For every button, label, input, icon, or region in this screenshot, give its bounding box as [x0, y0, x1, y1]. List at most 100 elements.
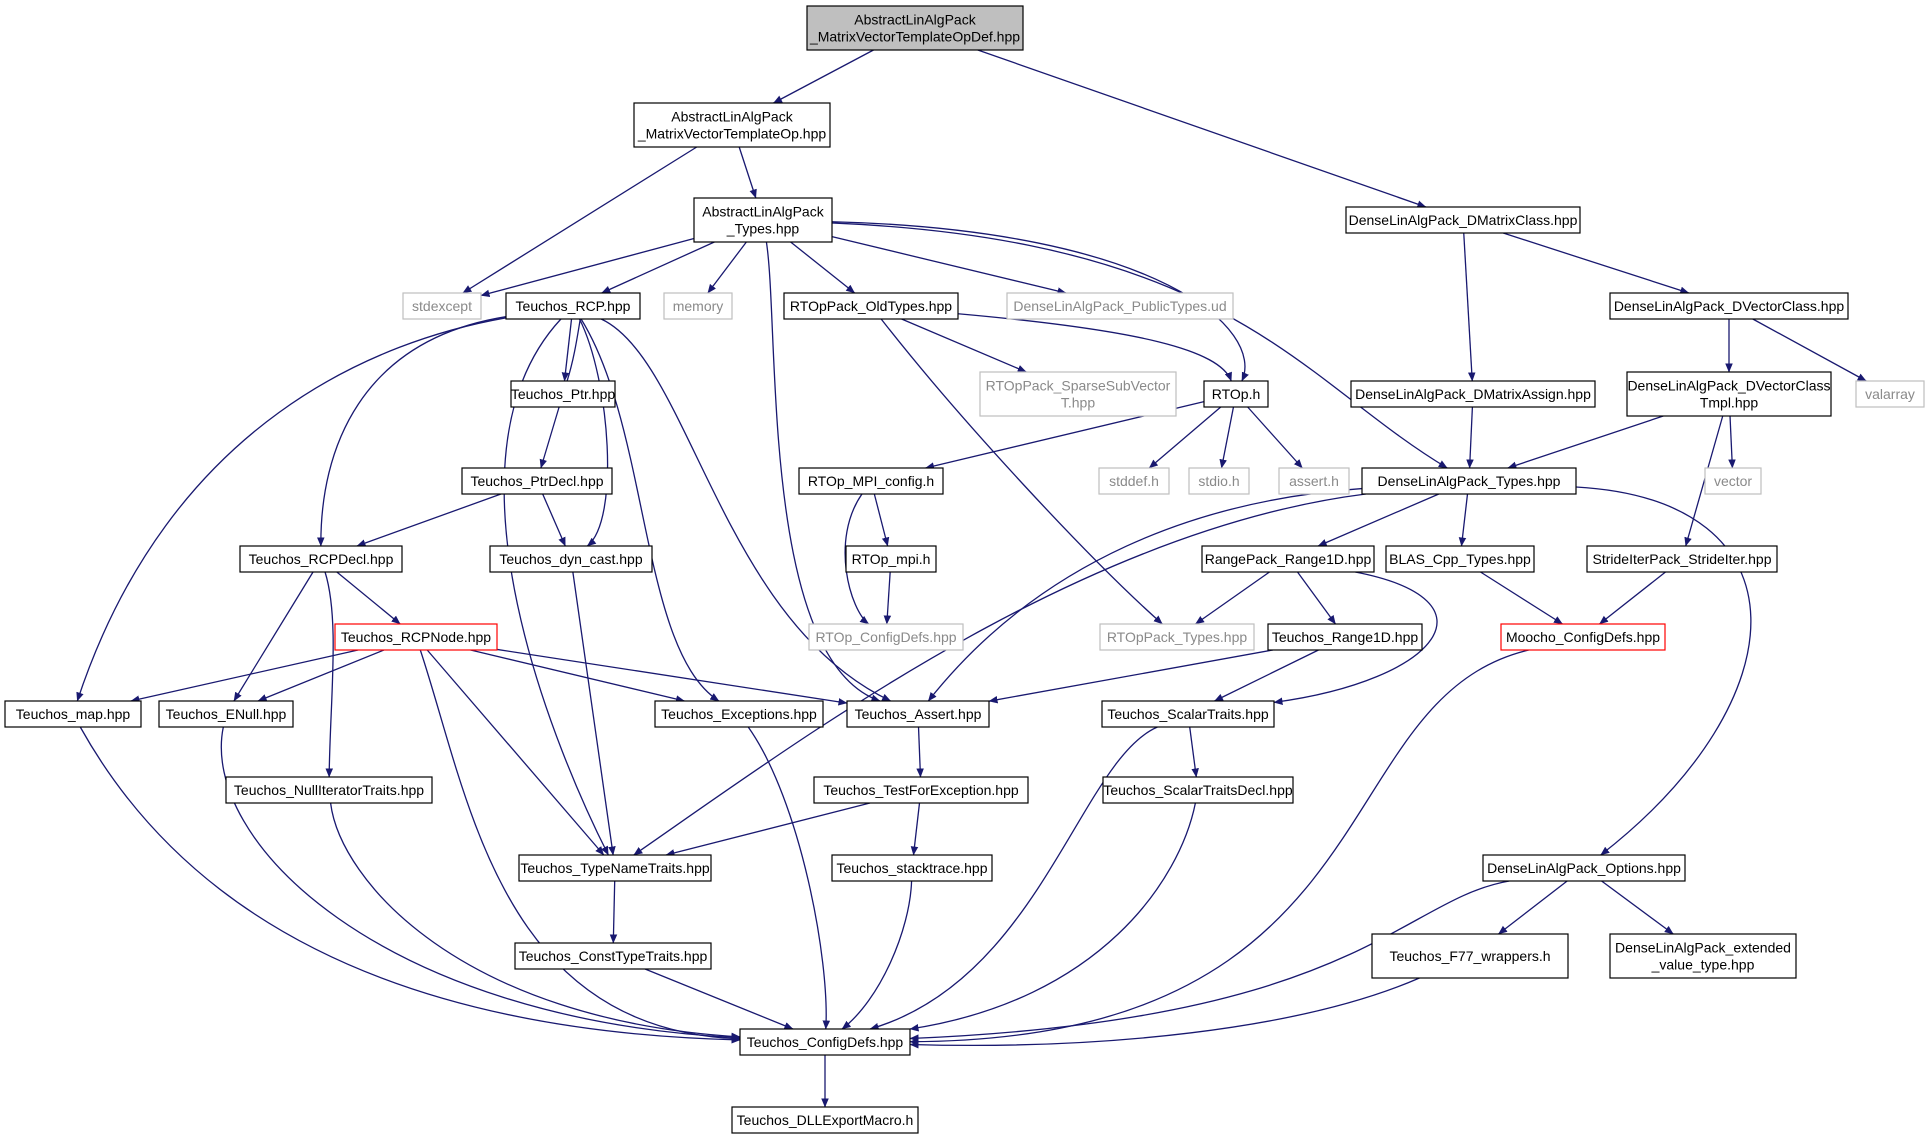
node-strideiter[interactable]: StrideIterPack_StrideIter.hpp — [1586, 545, 1778, 573]
node-label: RTOpPack_SparseSubVector — [986, 378, 1171, 394]
node-dmatrixassign[interactable]: DenseLinAlgPack_DMatrixAssign.hpp — [1350, 380, 1596, 408]
edge-ptr-to-ptrdecl — [539, 406, 560, 469]
node-box — [1704, 467, 1762, 495]
edge-f77-to-configdefs — [909, 977, 1420, 1049]
node-extended[interactable]: DenseLinAlgPack_extended_value_type.hpp — [1609, 933, 1797, 979]
node-box — [505, 292, 641, 320]
edge-range1d-to-teuchosrange1d — [1296, 571, 1337, 625]
node-box — [798, 467, 944, 495]
node-box — [846, 700, 990, 728]
node-box — [1609, 292, 1849, 320]
node-nulliter[interactable]: Teuchos_NullIteratorTraits.hpp — [225, 776, 433, 804]
edge-strideiter-to-moocho — [1599, 571, 1666, 625]
node-teuchosrange1d[interactable]: Teuchos_Range1D.hpp — [1267, 623, 1423, 651]
edge-rcpnode-to-exceptions — [470, 649, 685, 703]
node-moocho[interactable]: Moocho_ConfigDefs.hpp — [1500, 623, 1666, 651]
node-label: RTOp_MPI_config.h — [808, 473, 934, 489]
node-box — [1586, 545, 1778, 573]
node-dyncast[interactable]: Teuchos_dyn_cast.hpp — [489, 545, 653, 573]
node-box — [979, 371, 1177, 417]
node-oldtypes[interactable]: RTOpPack_OldTypes.hpp — [783, 292, 959, 320]
edge-dvectorclass-to-valarray — [1752, 318, 1867, 382]
node-label: Teuchos_DLLExportMacro.h — [737, 1112, 914, 1128]
node-f77[interactable]: Teuchos_F77_wrappers.h — [1371, 933, 1569, 979]
node-rcp[interactable]: Teuchos_RCP.hpp — [505, 292, 641, 320]
node-options[interactable]: DenseLinAlgPack_Options.hpp — [1482, 854, 1686, 882]
node-map[interactable]: Teuchos_map.hpp — [4, 700, 142, 728]
edge-rcp-to-dyncast — [578, 318, 609, 547]
edge-mvto-to-alptypes — [738, 146, 757, 199]
edge-rcp-to-map — [76, 317, 507, 702]
node-box — [1006, 292, 1234, 320]
node-range1d[interactable]: RangePack_Range1D.hpp — [1201, 545, 1375, 573]
node-box — [1385, 545, 1535, 573]
node-assert[interactable]: Teuchos_Assert.hpp — [846, 700, 990, 728]
node-exceptions[interactable]: Teuchos_Exceptions.hpp — [654, 700, 824, 728]
edge-dvectortmpl-to-dlptypes — [1507, 415, 1664, 469]
node-box — [1609, 933, 1797, 979]
node-consttype[interactable]: Teuchos_ConstTypeTraits.hpp — [514, 942, 712, 970]
node-label: DenseLinAlgPack_PublicTypes.ud — [1013, 298, 1226, 314]
node-alptypes[interactable]: AbstractLinAlgPack_Types.hpp — [693, 197, 833, 243]
node-label: Teuchos_Exceptions.hpp — [661, 706, 817, 722]
node-enull[interactable]: Teuchos_ENull.hpp — [158, 700, 294, 728]
edge-mvto-to-stdexcept — [462, 146, 698, 294]
edge-alptypes-to-dlptypes — [831, 222, 1448, 469]
edge-rcpdecl-to-rcpnode — [336, 571, 401, 625]
node-scalartraits[interactable]: Teuchos_ScalarTraits.hpp — [1101, 700, 1275, 728]
node-label: stdio.h — [1198, 473, 1239, 489]
node-box — [831, 854, 993, 882]
node-mpiconfig[interactable]: RTOp_MPI_config.h — [798, 467, 944, 495]
node-label: DenseLinAlgPack_Types.hpp — [1378, 473, 1561, 489]
node-blascpp[interactable]: BLAS_Cpp_Types.hpp — [1385, 545, 1535, 573]
edge-dvectortmpl-to-strideiter — [1684, 415, 1724, 547]
edge-root-to-mvto — [773, 49, 874, 104]
node-typename[interactable]: Teuchos_TypeNameTraits.hpp — [518, 854, 712, 882]
node-rcpdecl[interactable]: Teuchos_RCPDecl.hpp — [239, 545, 403, 573]
node-box — [510, 380, 616, 408]
edge-dvectortmpl-to-vector — [1728, 415, 1736, 469]
node-label: DenseLinAlgPack_DMatrixClass.hpp — [1349, 212, 1578, 228]
edge-rcpnode-to-typename — [426, 649, 605, 856]
node-dllexport[interactable]: Teuchos_DLLExportMacro.h — [731, 1106, 919, 1134]
node-label: _value_type.hpp — [1651, 957, 1755, 973]
node-box — [1500, 623, 1666, 651]
node-label: Teuchos_TypeNameTraits.hpp — [520, 860, 710, 876]
node-label: Teuchos_RCPNode.hpp — [341, 629, 491, 645]
node-box — [1099, 623, 1255, 651]
node-rtopmpi[interactable]: RTOp_mpi.h — [845, 545, 937, 573]
edge-scalartraits-to-configdefs — [869, 726, 1158, 1031]
edge-alptypes-to-publictypes — [831, 235, 1067, 295]
edge-rcp-to-exceptions — [580, 318, 720, 702]
node-label: Teuchos_PtrDecl.hpp — [470, 473, 603, 489]
node-ptr[interactable]: Teuchos_Ptr.hpp — [510, 380, 616, 408]
node-box — [693, 197, 833, 243]
node-box — [461, 467, 613, 495]
edge-dyncast-to-typename — [572, 571, 616, 856]
edge-rcpdecl-to-enull — [233, 571, 314, 702]
node-box — [731, 1106, 919, 1134]
node-scalartraitsdecl[interactable]: Teuchos_ScalarTraitsDecl.hpp — [1102, 776, 1294, 804]
node-dmatrixclass[interactable]: DenseLinAlgPack_DMatrixClass.hpp — [1345, 206, 1581, 234]
node-dvectorclass[interactable]: DenseLinAlgPack_DVectorClass.hpp — [1609, 292, 1849, 320]
node-rcpnode[interactable]: Teuchos_RCPNode.hpp — [334, 623, 498, 651]
edge-ptrdecl-to-rcpdecl — [356, 493, 502, 547]
node-box — [654, 700, 824, 728]
node-dlptypes[interactable]: DenseLinAlgPack_Types.hpp — [1361, 467, 1577, 495]
node-box — [514, 942, 712, 970]
node-mvto[interactable]: AbstractLinAlgPack_MatrixVectorTemplateO… — [633, 102, 831, 148]
node-testforexc[interactable]: Teuchos_TestForException.hpp — [813, 776, 1029, 804]
edge-alptypes-to-rtoph — [831, 221, 1249, 382]
node-stacktrace[interactable]: Teuchos_stacktrace.hpp — [831, 854, 993, 882]
node-root[interactable]: AbstractLinAlgPack_MatrixVectorTemplateO… — [806, 5, 1024, 51]
edge-stacktrace-to-configdefs — [841, 880, 913, 1030]
edge-dlptypes-to-assert — [927, 487, 1363, 702]
node-label: BLAS_Cpp_Types.hpp — [1389, 551, 1531, 567]
edge-rcpdecl-to-nulliter — [324, 571, 334, 778]
node-rtoph[interactable]: RTOp.h — [1203, 380, 1269, 408]
node-ptrdecl[interactable]: Teuchos_PtrDecl.hpp — [461, 467, 613, 495]
node-configdefs[interactable]: Teuchos_ConfigDefs.hpp — [739, 1028, 911, 1056]
node-label: RangePack_Range1D.hpp — [1205, 551, 1372, 567]
node-stddef: stddef.h — [1098, 467, 1170, 495]
